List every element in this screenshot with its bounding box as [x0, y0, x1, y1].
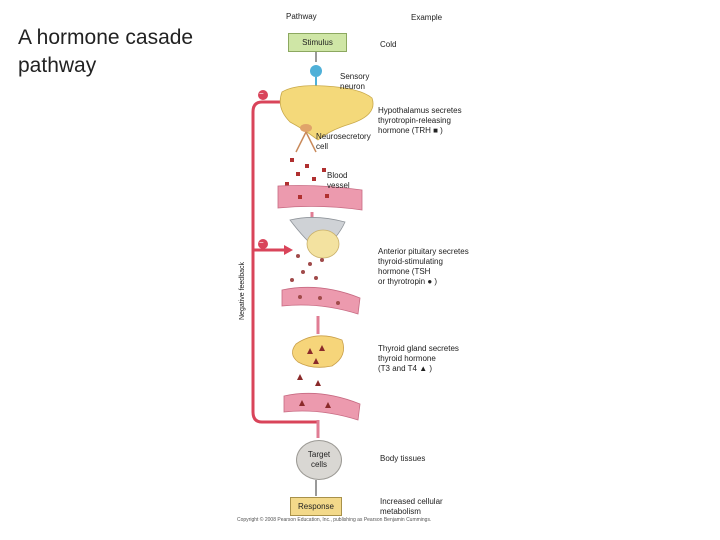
inhibit-circle-2: [258, 239, 268, 249]
slide-title: A hormone casade pathway: [18, 26, 194, 77]
trh-in-vessel: [298, 194, 329, 199]
neurosecretory-cell-label: Neurosecretory cell: [316, 132, 371, 151]
stimulus-box: Stimulus: [288, 33, 347, 52]
example-header: Example: [411, 13, 443, 22]
example-hypothalamus: Hypothalamus secretes thyrotropin-releas…: [378, 106, 462, 135]
blood-vessel-2: [281, 286, 361, 315]
feedback-arrowhead-2: [284, 245, 293, 255]
inhibit-circle-1: [258, 90, 268, 100]
negative-feedback-label: Negative feedback: [239, 262, 246, 320]
tsh-molecules: [290, 254, 324, 282]
response-box: Response: [290, 497, 342, 516]
minus-sign-2: −: [259, 238, 264, 247]
tsh-in-vessel: [298, 295, 340, 305]
neurosecretory-cell: [295, 124, 317, 153]
thyroid-gland: [292, 335, 345, 368]
feedback-line-hypothalamus: [251, 100, 318, 424]
minus-sign-1: −: [259, 89, 264, 98]
sensory-neuron-label: Sensory neuron: [340, 72, 370, 91]
example-metabolism: Increased cellular metabolism: [380, 497, 443, 516]
copyright-note: Copyright © 2008 Pearson Education, Inc.…: [237, 517, 432, 523]
blood-vessel-1: [277, 185, 363, 211]
blood-vessel-3: [283, 392, 361, 421]
target-cells-box: Target cells: [296, 440, 342, 480]
pituitary-lobe: [306, 229, 340, 259]
t3-t4-in-vessel: [299, 400, 331, 408]
pathway-header: Pathway: [286, 12, 317, 21]
t3-t4-molecules: [297, 345, 325, 386]
example-body-tissues: Body tissues: [380, 454, 426, 463]
example-pituitary: Anterior pituitary secretes thyroid-stim…: [378, 247, 469, 286]
example-thyroid: Thyroid gland secretes thyroid hormone (…: [378, 344, 459, 373]
negative-feedback-lines: [251, 100, 318, 424]
example-cold: Cold: [380, 40, 397, 49]
blood-vessel-label: Blood vessel: [327, 171, 350, 190]
